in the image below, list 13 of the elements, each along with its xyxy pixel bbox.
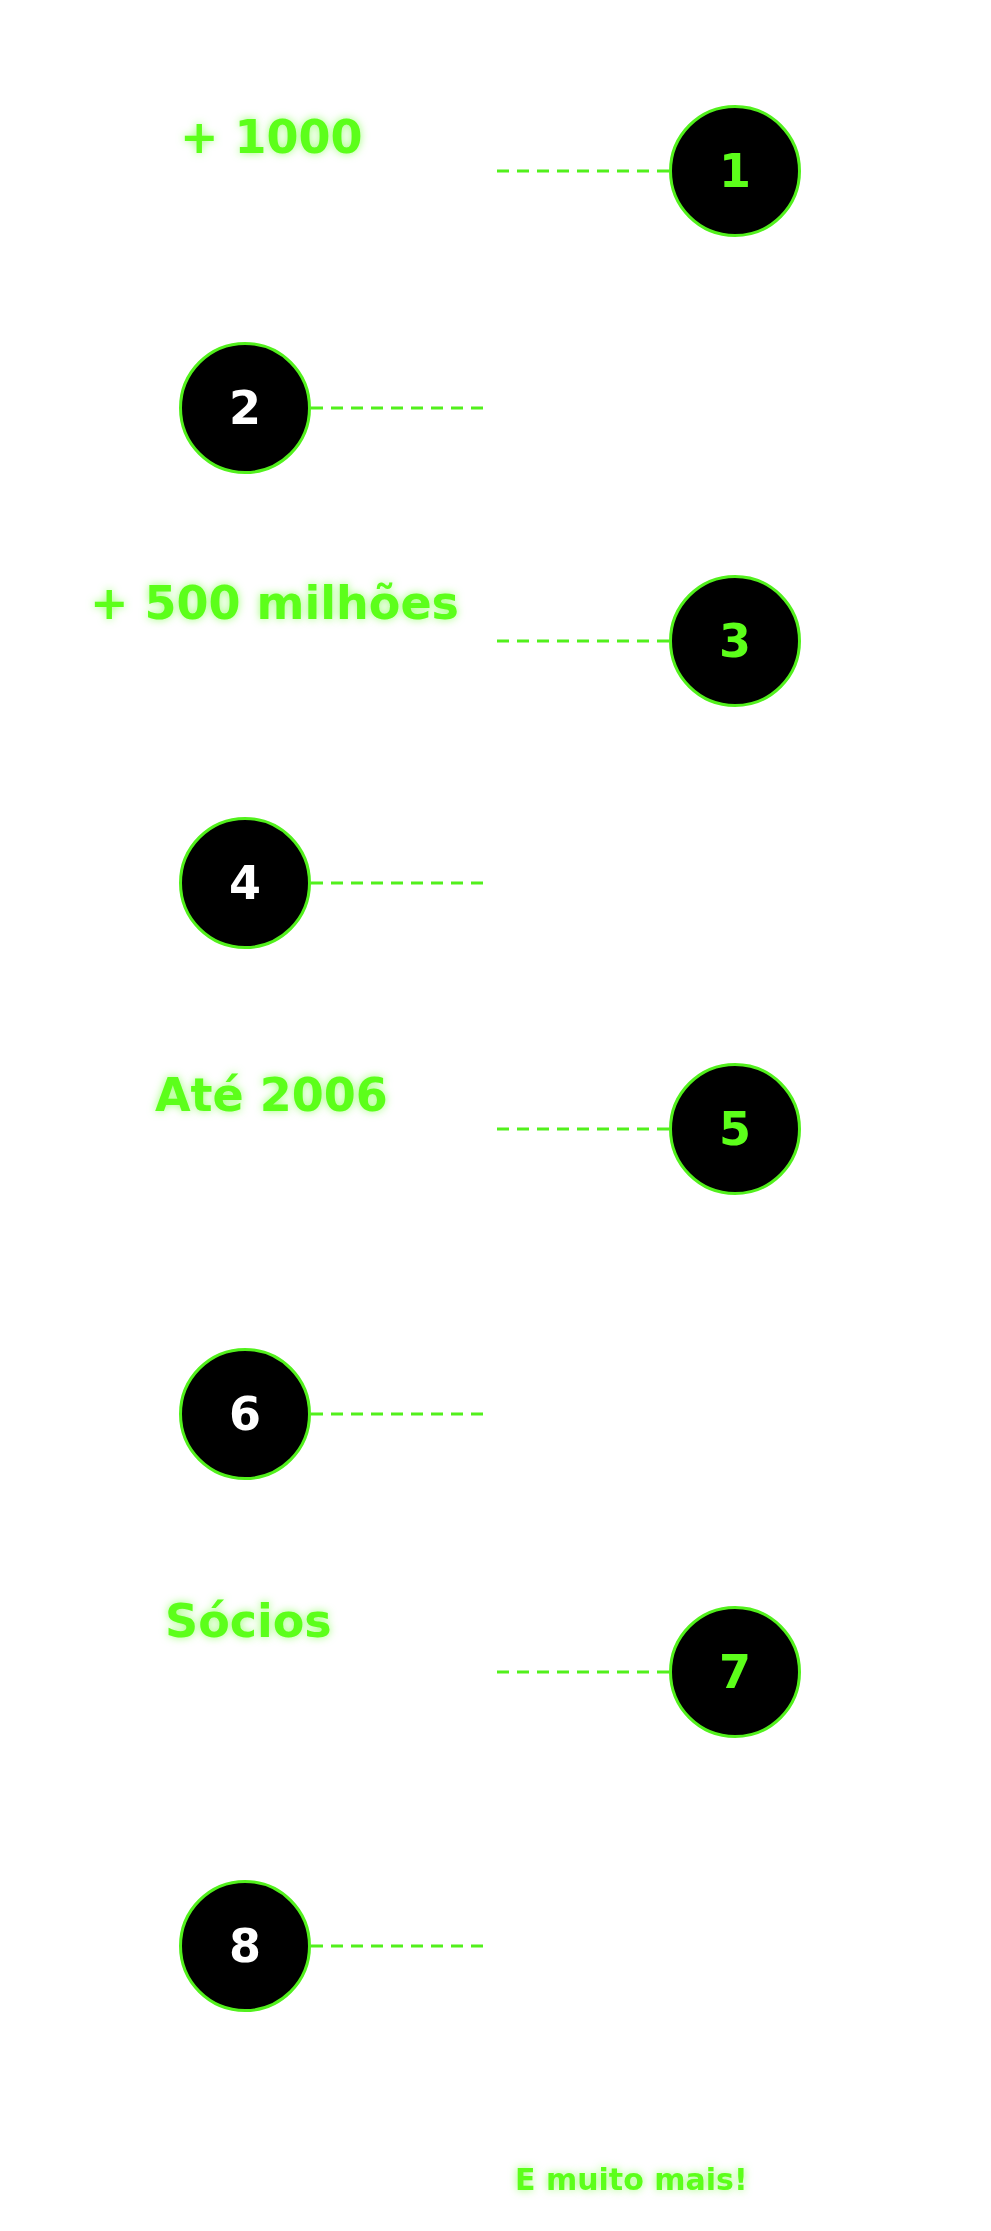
number-circle: 2: [179, 342, 311, 474]
highlight-text: + 500 milhões: [90, 578, 459, 629]
number-circle: 5: [669, 1063, 801, 1195]
number-circle: 1: [669, 105, 801, 237]
number-circle: 6: [179, 1348, 311, 1480]
number-circle: 7: [669, 1606, 801, 1738]
number-circle: 4: [179, 817, 311, 949]
number-circle: 3: [669, 575, 801, 707]
highlight-text: + 1000: [180, 112, 363, 163]
highlight-text: Até 2006: [155, 1070, 388, 1121]
highlight-text: Sócios: [165, 1596, 332, 1647]
footer-text: E muito mais!: [515, 2163, 748, 2196]
number-circle: 8: [179, 1880, 311, 2012]
